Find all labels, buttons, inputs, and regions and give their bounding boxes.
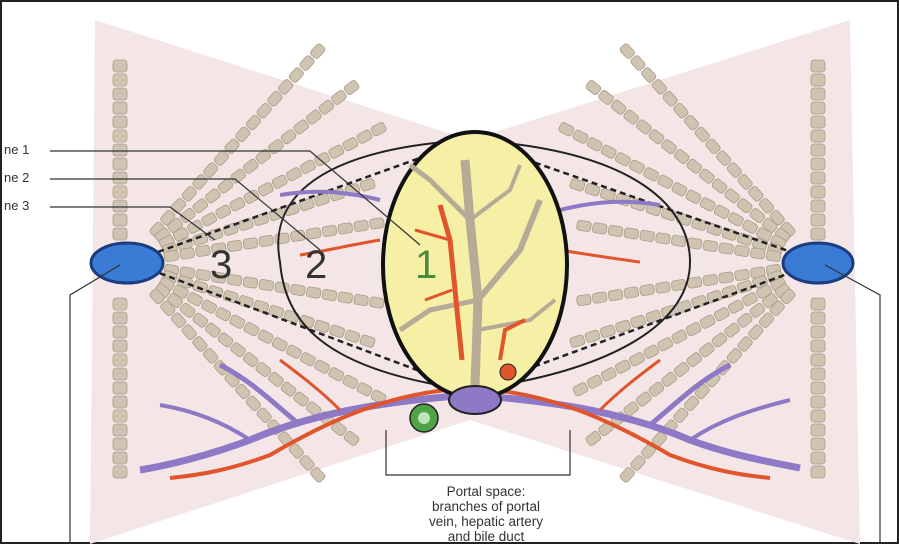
central-vein-right bbox=[783, 243, 853, 283]
caption-line-4: and bile duct bbox=[386, 529, 586, 544]
caption-line-3: vein, hepatic artery bbox=[386, 514, 586, 529]
zone-number-1: 1 bbox=[415, 243, 437, 288]
zone-number-2: 2 bbox=[305, 243, 327, 288]
bile-duct-lumen bbox=[418, 412, 430, 424]
portal-vein-cross-section bbox=[449, 386, 501, 414]
zone-label-2: ne 2 bbox=[4, 170, 29, 185]
caption-line-2: branches of portal bbox=[386, 499, 586, 514]
central-vein-left bbox=[91, 243, 163, 283]
portal-space-caption: Portal space: branches of portal vein, h… bbox=[386, 484, 586, 544]
hepatic-artery-cross-section bbox=[500, 364, 516, 380]
zone-label-1: ne 1 bbox=[4, 142, 29, 157]
zone-label-3: ne 3 bbox=[4, 198, 29, 213]
zone-number-3: 3 bbox=[210, 243, 232, 288]
caption-line-1: Portal space: bbox=[386, 484, 586, 499]
